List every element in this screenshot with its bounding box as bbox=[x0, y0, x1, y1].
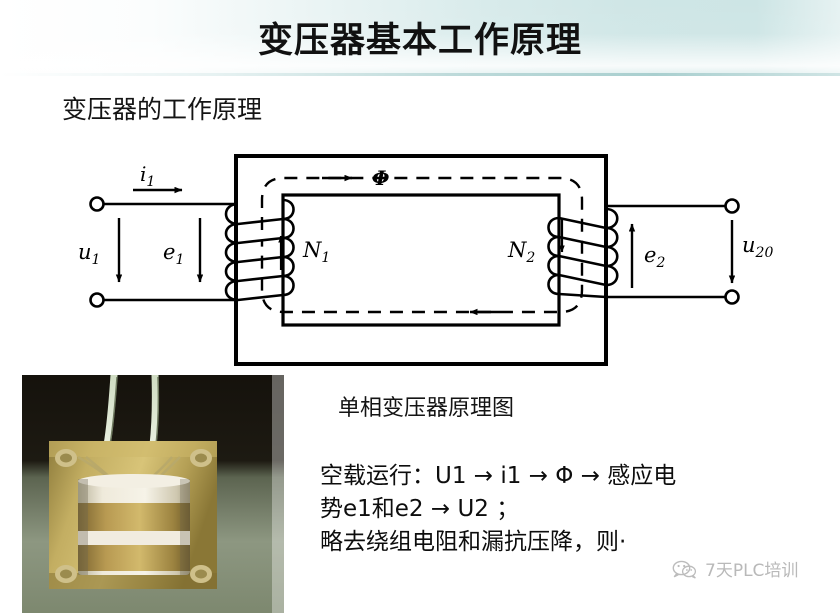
transformer-photo-svg bbox=[22, 375, 284, 613]
flux-path-dashed-loop bbox=[260, 176, 584, 314]
photo-right-edge-fade bbox=[272, 375, 284, 613]
leg-flux-arrows bbox=[278, 218, 565, 270]
header-banner bbox=[0, 0, 840, 75]
photo-bobbin-left-shade bbox=[78, 479, 88, 575]
photo-lead-wires bbox=[103, 375, 159, 449]
transformer-schematic-diagram: Φ bbox=[0, 140, 840, 375]
primary-lead-wires bbox=[103, 202, 238, 302]
secondary-emf-label: e2 bbox=[644, 243, 665, 271]
photo-wire-shadow bbox=[109, 376, 160, 446]
header-underline-rule bbox=[0, 73, 840, 76]
secondary-lead-wires bbox=[606, 204, 726, 299]
section-subtitle: 变压器的工作原理 bbox=[62, 95, 263, 124]
primary-emf-label: e1 bbox=[163, 240, 184, 268]
photo-frame-bottom-shade bbox=[49, 573, 217, 589]
core-inner-window bbox=[281, 193, 561, 327]
photo-tape-separator bbox=[78, 531, 190, 545]
photo-copper-band-lower bbox=[78, 545, 190, 571]
photo-frame-top-highlight bbox=[49, 441, 217, 457]
watermark-label: 7天PLC培训 bbox=[705, 561, 799, 581]
watermark: 7天PLC培训 bbox=[672, 556, 798, 581]
photo-caption: 单相变压器原理图 bbox=[338, 396, 515, 421]
transformer-photo bbox=[22, 375, 284, 613]
body-text-line-2: 势e1和e2 → U2 ； bbox=[320, 496, 520, 522]
body-text-line-1: 空载运行：U1 → i1 → Φ → 感应电 bbox=[320, 463, 677, 489]
secondary-winding-coil bbox=[547, 207, 619, 299]
body-text-block: 空载运行：U1 → i1 → Φ → 感应电 势e1和e2 → U2 ； 略去绕… bbox=[320, 460, 820, 559]
transformer-schematic-svg: Φ bbox=[78, 154, 773, 366]
secondary-terminals bbox=[724, 198, 740, 305]
primary-voltage-label: u1 bbox=[78, 240, 100, 268]
photo-copper-band-upper bbox=[78, 503, 190, 531]
photo-corner-bolts bbox=[55, 449, 212, 583]
flux-direction-arrows bbox=[322, 174, 500, 316]
body-text-line-3: 略去绕组电阻和漏抗压降，则· bbox=[320, 529, 627, 555]
photo-bobbin-top-lip bbox=[78, 474, 190, 488]
wechat-icon bbox=[672, 559, 698, 579]
photo-bobbin-right-shade bbox=[180, 479, 190, 575]
primary-winding-coil bbox=[224, 198, 295, 302]
primary-current-label: i1 bbox=[140, 162, 155, 190]
secondary-turns-label: N2 bbox=[507, 238, 535, 266]
core-outer-rect bbox=[234, 154, 608, 366]
secondary-voltage-label: u20 bbox=[742, 233, 773, 261]
page-title: 变压器基本工作原理 bbox=[257, 20, 582, 61]
flux-label: Φ bbox=[372, 166, 390, 190]
primary-turns-label: N1 bbox=[302, 238, 330, 266]
